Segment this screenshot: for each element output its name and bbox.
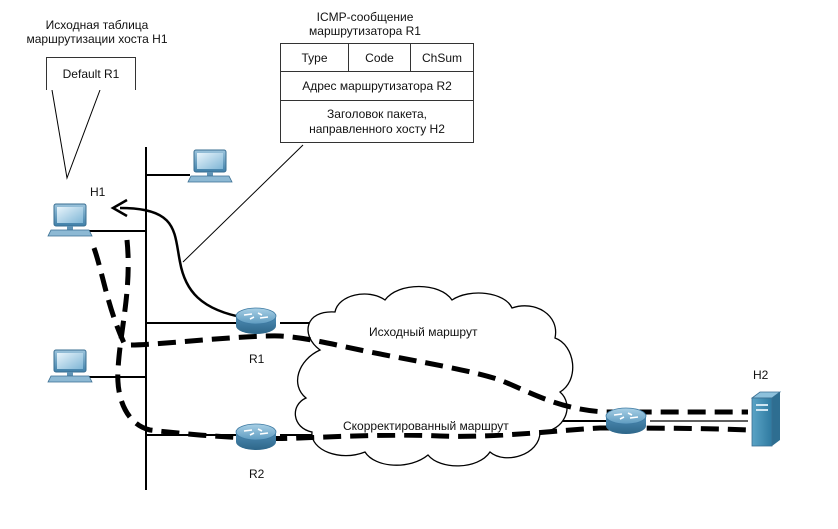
lower-computer-icon: [47, 349, 93, 383]
edge-router-icon: [605, 407, 647, 435]
icmp-message-table: Type Code ChSum Адрес маршрутизатора R2 …: [280, 43, 474, 143]
icmp-pointer-line: [182, 144, 304, 263]
icmp-title-line2: маршрутизатора R1: [309, 24, 421, 38]
corrected-route-path: [115, 239, 749, 442]
original-route-label: Исходный маршрут: [367, 325, 480, 339]
routing-table-entry: Default R1: [62, 67, 120, 81]
r1-label: R1: [249, 352, 265, 366]
r2-router-icon: [235, 423, 277, 451]
icmp-title-line1: ICMP-сообщение: [316, 10, 414, 24]
icmp-packet-header: Заголовок пакета, направленного хосту H2: [280, 100, 474, 143]
r1-router-icon: [235, 307, 277, 335]
h2-label: H2: [753, 368, 769, 382]
h1-computer-icon: [47, 203, 93, 237]
routing-table-title-line2: маршрутизации хоста H1: [26, 32, 168, 46]
icmp-packet-header-line2: направленного хосту H2: [309, 121, 445, 136]
arrow-head-icon: [110, 198, 128, 218]
r2-label: R2: [249, 467, 265, 481]
routing-table-title: Исходная таблица маршрутизации хоста H1: [22, 18, 172, 46]
icmp-title: ICMP-сообщение маршрутизатора R1: [300, 10, 430, 38]
icmp-redirect-path: [119, 206, 247, 320]
top-computer-icon: [187, 149, 233, 183]
icmp-packet-header-line1: Заголовок пакета,: [327, 106, 427, 121]
routing-table-pointer: [51, 89, 101, 180]
routing-table-title-line1: Исходная таблица: [45, 18, 149, 32]
routing-table-box: Default R1: [46, 57, 136, 90]
h1-label: H1: [90, 185, 106, 199]
icmp-field-code: Code: [348, 43, 411, 72]
corrected-route-label: Скорректированный маршрут: [341, 419, 511, 433]
h2-server-icon: [750, 391, 782, 447]
icmp-field-chsum: ChSum: [410, 43, 474, 72]
icmp-router-address: Адрес маршрутизатора R2: [280, 71, 474, 101]
icmp-field-type: Type: [280, 43, 349, 72]
